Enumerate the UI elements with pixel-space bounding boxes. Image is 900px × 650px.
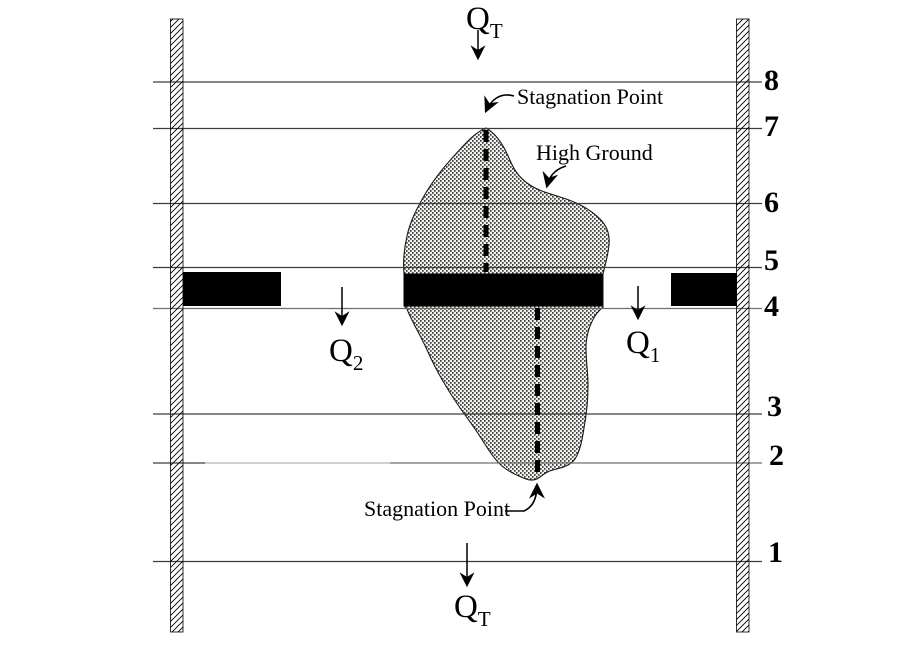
line-number-7: 7 [764, 110, 779, 143]
barrier-bar-center [403, 273, 603, 307]
label-q2: Q2 [329, 333, 363, 375]
qt-top-subscript: T [490, 19, 503, 43]
q2-subscript: 2 [353, 351, 364, 375]
label-stagnation-top: Stagnation Point [517, 84, 663, 109]
line-number-2: 2 [769, 439, 784, 472]
left-wall [170, 18, 184, 633]
qt-top-symbol: Q [466, 1, 490, 37]
label-stagnation-bottom: Stagnation Point [364, 496, 510, 521]
qt-bottom-symbol: Q [454, 589, 478, 625]
leader-arrow-stagnation-bottom [505, 482, 545, 512]
q1-symbol: Q [626, 325, 650, 361]
label-qt-bottom: QT [454, 589, 491, 631]
right-wall [736, 18, 750, 633]
q1-subscript: 1 [650, 343, 661, 367]
leader-arrow-stagnation-top [484, 94, 515, 114]
barrier-bar-right [671, 273, 737, 306]
leader-arrow-high-ground [542, 165, 567, 189]
q2-symbol: Q [329, 333, 353, 369]
label-high-ground: High Ground [536, 140, 653, 165]
line-number-8: 8 [764, 64, 779, 97]
line-number-3: 3 [767, 390, 782, 423]
line-number-1: 1 [768, 536, 783, 569]
label-q1: Q1 [626, 325, 660, 367]
barrier-bar-left [183, 272, 281, 306]
line-number-4: 4 [764, 290, 779, 323]
line-number-6: 6 [764, 186, 779, 219]
qt-bottom-subscript: T [478, 607, 491, 631]
label-qt-top: QT [466, 1, 503, 43]
line-number-5: 5 [764, 244, 779, 277]
